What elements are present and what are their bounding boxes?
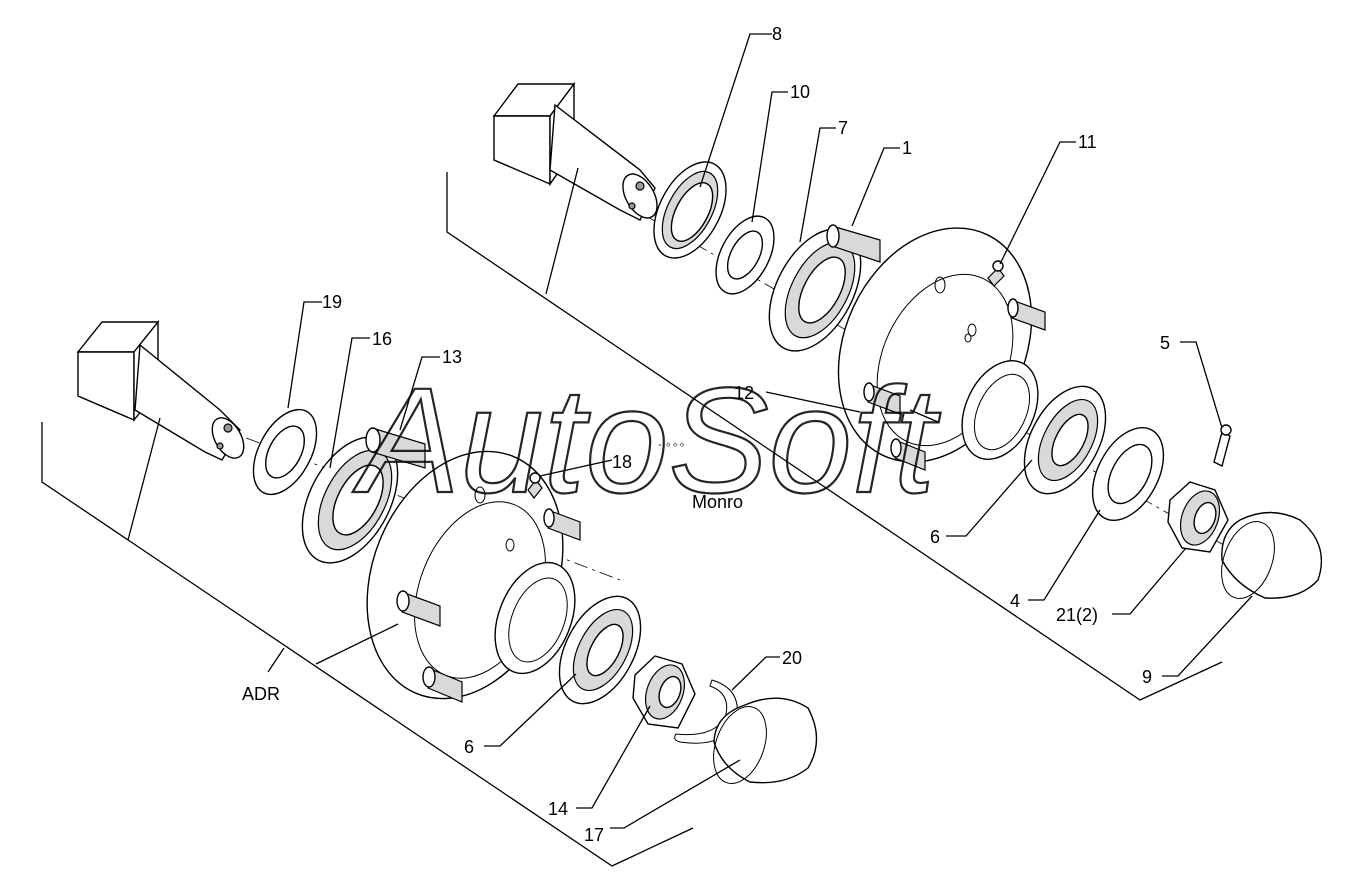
label-adr: ADR	[242, 684, 280, 704]
label-19: 19	[322, 292, 342, 312]
label-11: 11	[1078, 132, 1097, 152]
washer-4	[1091, 426, 1165, 522]
bearing-7	[768, 228, 862, 352]
label-1: 1	[902, 138, 912, 158]
label-6-upper: 6	[930, 527, 940, 547]
labels: 8 10 7 1 11 5 12 6 4 21(2) 9 Monro 19 16…	[242, 24, 1170, 845]
bearing-6-lower	[558, 595, 642, 705]
label-12: 12	[734, 383, 754, 403]
castle-nut-21	[1167, 481, 1229, 553]
label-17: 17	[584, 825, 604, 845]
label-20: 20	[782, 648, 802, 668]
label-13: 13	[442, 347, 462, 367]
label-18: 18	[612, 452, 632, 472]
hub-upper	[837, 227, 1046, 471]
hub-cap-17	[713, 697, 818, 784]
label-8: 8	[772, 24, 782, 44]
hub-lower	[366, 450, 581, 703]
label-7: 7	[838, 118, 848, 138]
spindle-lower	[76, 320, 245, 461]
label-14: 14	[548, 799, 568, 819]
label-monro: Monro	[692, 492, 743, 512]
label-10: 10	[790, 82, 810, 102]
watermark: AutoSoft - ∘∘∘	[351, 355, 942, 525]
frame-line-lower	[41, 422, 694, 867]
bearing-6-upper	[1023, 385, 1107, 495]
cotter-pin-5	[1213, 424, 1232, 468]
stud-1	[826, 224, 881, 263]
label-5: 5	[1160, 333, 1170, 353]
bearing-16	[301, 436, 399, 564]
seal-8	[653, 161, 727, 259]
leader-lines	[127, 33, 1253, 829]
castle-nut-14	[632, 655, 696, 729]
label-6-lower: 6	[464, 737, 474, 757]
spindle-upper	[492, 81, 658, 221]
watermark-dots: - ∘∘∘	[658, 439, 685, 451]
label-4: 4	[1010, 591, 1020, 611]
watermark-text: AutoSoft	[352, 356, 941, 524]
washer-10	[715, 215, 775, 295]
label-21-2: 21(2)	[1056, 605, 1098, 625]
label-16: 16	[372, 329, 392, 349]
washer-19	[252, 408, 318, 496]
label-9: 9	[1142, 667, 1152, 687]
assembly-monro	[446, 81, 1323, 701]
assembly-adr	[41, 320, 818, 867]
frame-line-upper	[446, 172, 1223, 701]
stud-13	[365, 427, 426, 469]
hub-cap-9	[1221, 511, 1323, 599]
